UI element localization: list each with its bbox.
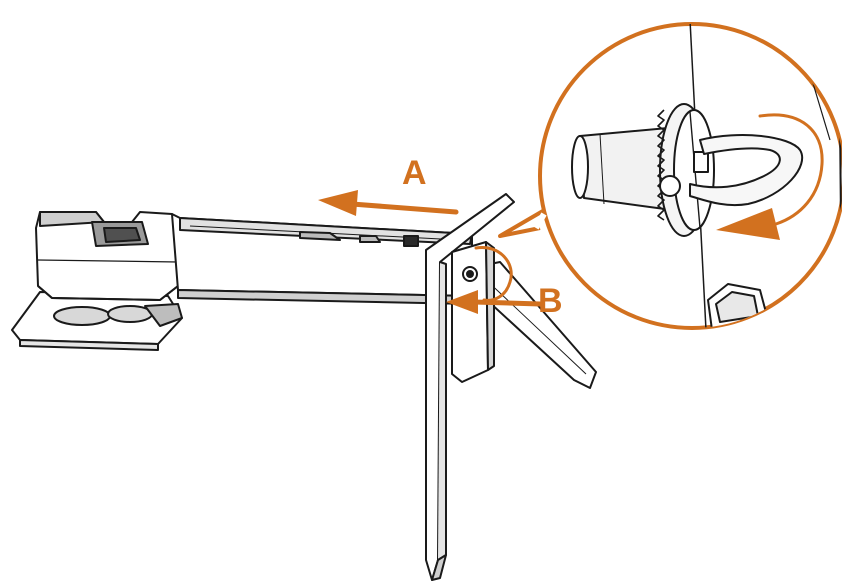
annotations-main [318,190,543,314]
bracket-plate [451,241,495,383]
rotate-arrow [716,113,824,240]
label-a: A [402,154,427,192]
label-b: B [538,282,563,320]
main-arm-assembly [11,193,597,581]
ratchet-gear [657,103,715,237]
knob-rotation-hint [474,246,513,302]
d-ring-handle [659,134,803,206]
arrow-a [318,190,459,216]
vertical-blade [425,193,515,581]
arrow-b [446,290,543,314]
arm-head [35,211,179,301]
base-plate [11,291,183,351]
arm-beam [171,213,473,305]
